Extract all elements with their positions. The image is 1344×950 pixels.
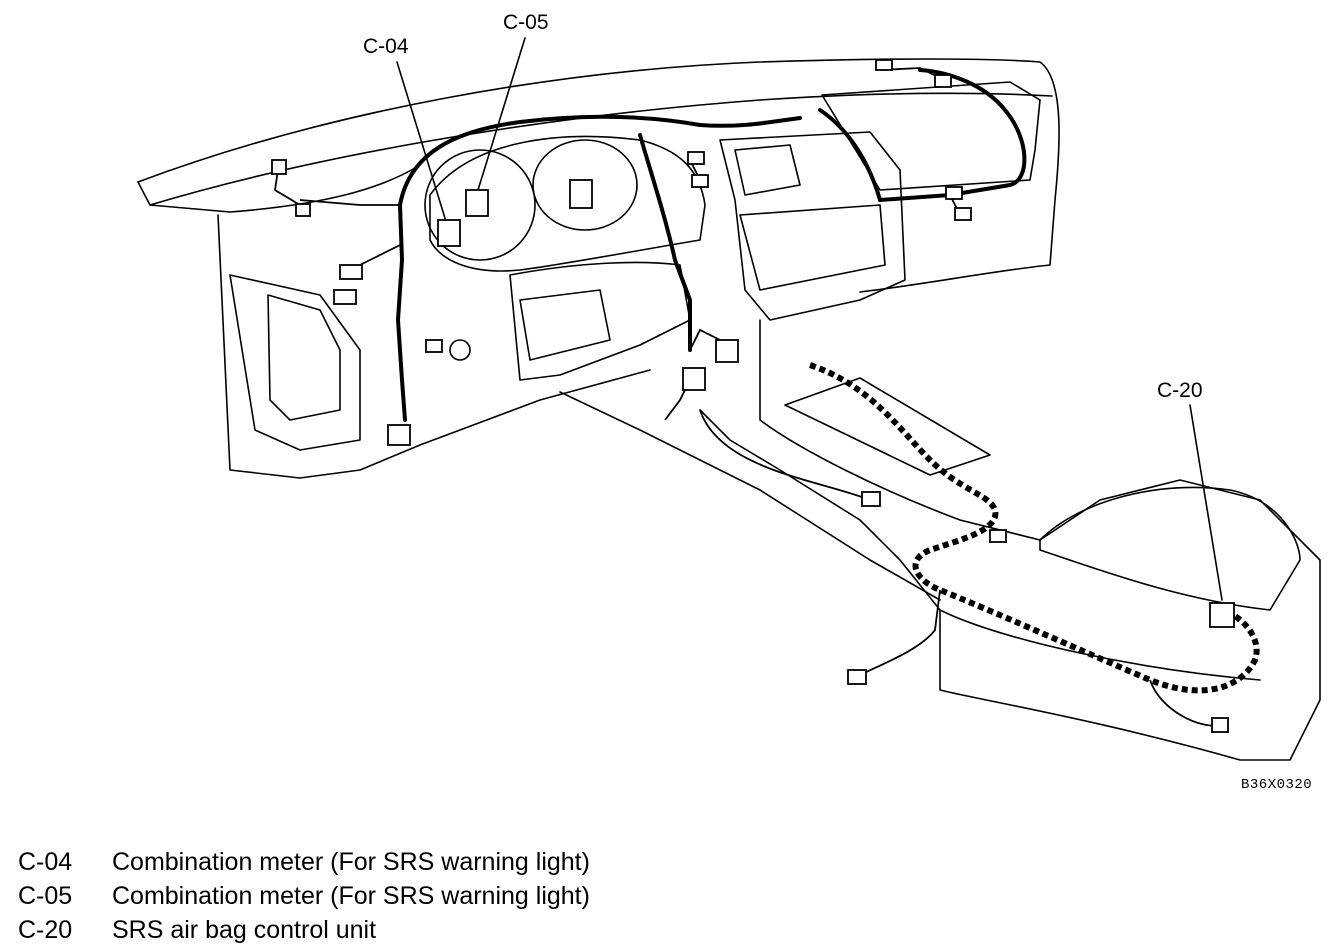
legend-row-c04: C-04 Combination meter (For SRS warning … [18,848,590,882]
connector-c04 [437,219,461,247]
legend-description: Combination meter (For SRS warning light… [112,848,590,876]
legend-description: SRS air bag control unit [112,916,377,944]
legend: C-04 Combination meter (For SRS warning … [18,848,590,950]
figure-code: B36X0320 [1241,777,1313,793]
callout-c04: C-04 [363,35,409,58]
center-stack [719,131,906,321]
dashboard-outline [137,58,1060,293]
connector-c20 [1209,602,1235,628]
leader-c20 [1189,404,1223,601]
callout-c20: C-20 [1157,379,1203,402]
legend-code: C-05 [18,882,73,910]
srs-harness [809,362,1260,694]
leader-c05 [477,37,526,191]
center-console [699,319,1321,761]
dashboard-front-edge [137,164,421,213]
callout-c05: C-05 [503,11,549,34]
legend-description: Combination meter (For SRS warning light… [112,882,590,910]
instrument-cluster-hood [429,135,706,272]
legend-row-c20: C-20 SRS air bag control unit [18,916,590,950]
connector-c05 [465,189,489,217]
legend-code: C-04 [18,848,73,876]
leader-c04 [396,61,449,229]
legend-code: C-20 [18,916,73,944]
main-harness [398,114,802,207]
legend-row-c05: C-05 Combination meter (For SRS warning … [18,882,590,916]
left-side-panel [217,214,651,479]
glove-box [821,81,1041,191]
